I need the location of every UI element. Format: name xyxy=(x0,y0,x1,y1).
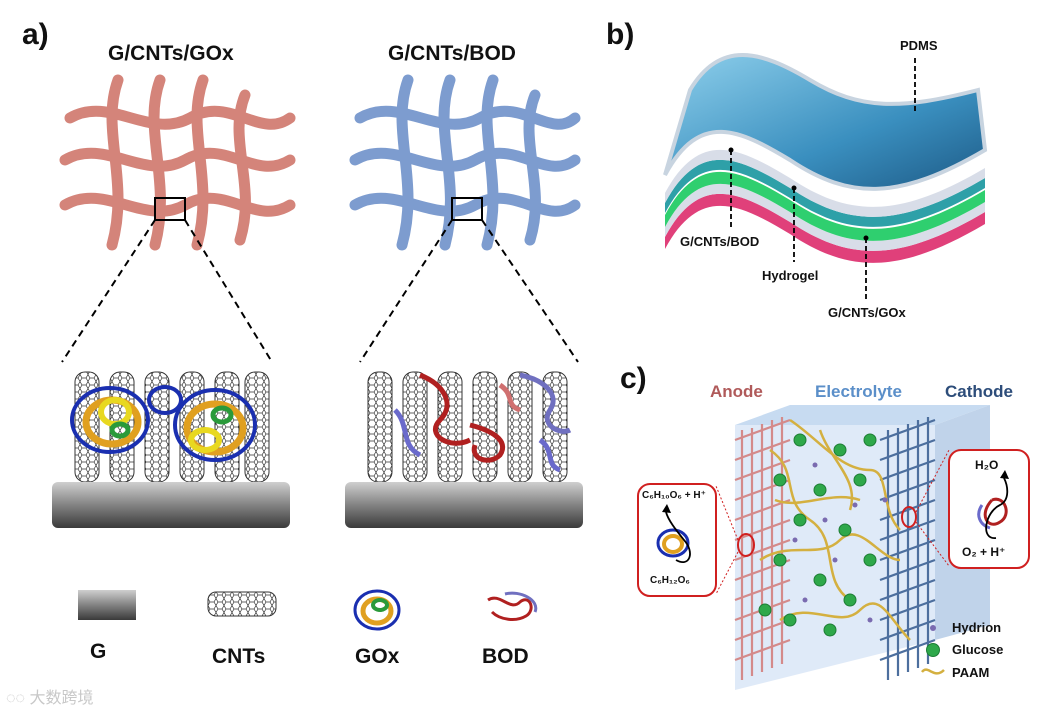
label-hydrogel: Hydrogel xyxy=(762,268,819,283)
watermark-icon: ◌◌ xyxy=(6,690,30,707)
panel-b-drawing xyxy=(663,53,988,300)
legend-bod: BOD xyxy=(482,645,529,668)
legend-paam: PAAM xyxy=(952,665,990,680)
glucose-spheres xyxy=(758,433,877,637)
gox-title: G/CNTs/GOx xyxy=(108,42,234,65)
gox-layer xyxy=(665,193,985,263)
cathode-reaction-bottom: O₂ + H⁺ xyxy=(962,545,1006,559)
anode-label: Anode xyxy=(710,382,763,401)
watermark-text: 大数跨境 xyxy=(29,690,94,707)
panel-a-drawing xyxy=(52,74,583,631)
bod-legend-icon xyxy=(487,591,538,621)
cathode-mesh xyxy=(879,417,936,680)
bod-cnt-array xyxy=(367,371,568,483)
anode-reaction-top: C₆H₁₀O₆ + H⁺ xyxy=(642,490,706,501)
bod-layer xyxy=(665,159,985,227)
panel-b-letter: b) xyxy=(606,18,635,51)
pdms-layer xyxy=(663,53,988,191)
graphene-rod-right xyxy=(345,482,583,528)
gox-enzymes xyxy=(70,385,257,462)
hydrogel-layer xyxy=(665,171,985,241)
label-gox-layer: G/CNTs/GOx xyxy=(828,305,906,320)
panel-c-drawing xyxy=(637,405,1030,690)
cnt-legend-icon xyxy=(207,591,277,617)
legend-glucose: Glucose xyxy=(952,642,1004,657)
cathode-callout xyxy=(948,449,1030,569)
paam-legend-icon xyxy=(921,668,945,675)
watermark: ◌◌ 大数跨境 xyxy=(6,684,93,708)
bod-mesh xyxy=(349,74,581,251)
panel-c-letter: c) xyxy=(620,362,647,395)
panel-a-letter: a) xyxy=(22,18,49,51)
paam-chains xyxy=(759,418,911,641)
legend-hydrion: Hydrion xyxy=(952,620,1002,635)
electrolyte-label: Electrolyte xyxy=(815,382,902,401)
g-legend-icon xyxy=(78,590,136,620)
legend-cnts: CNTs xyxy=(212,645,266,668)
gox-cnt-array xyxy=(74,371,270,483)
legend-g: G xyxy=(90,640,107,663)
gox-legend-icon xyxy=(353,589,401,631)
anode-callout xyxy=(637,483,717,597)
glucose-legend-icon xyxy=(926,643,940,657)
cathode-reaction-top: H₂O xyxy=(975,458,999,472)
gox-zoom-box xyxy=(154,197,186,221)
label-bod-layer: G/CNTs/BOD xyxy=(680,234,760,249)
graphene-rod-left xyxy=(52,482,290,528)
legend-gox: GOx xyxy=(355,645,400,668)
label-pdms: PDMS xyxy=(900,38,938,53)
hydrion-dots xyxy=(792,462,888,623)
cathode-label: Cathode xyxy=(945,382,1013,401)
anode-reaction-bottom: C₆H₁₂O₆ xyxy=(650,575,690,586)
hydrion-legend-icon xyxy=(930,625,936,631)
bod-zoom-box xyxy=(451,197,483,221)
bod-enzymes xyxy=(393,372,572,473)
bod-title: G/CNTs/BOD xyxy=(388,42,516,65)
